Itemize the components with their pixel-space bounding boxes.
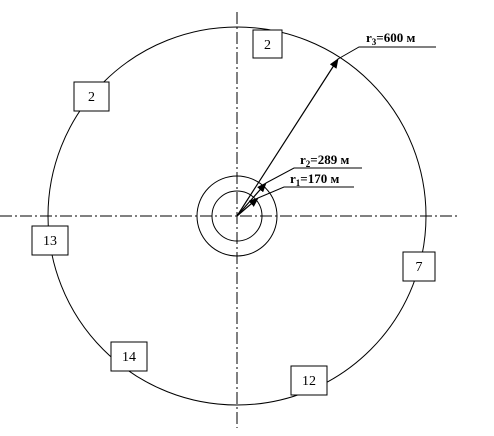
radius-arrow-r1 bbox=[236, 197, 259, 217]
svg-text:2: 2 bbox=[264, 38, 271, 53]
radius-label-r1: r1=170 м bbox=[290, 171, 339, 188]
sector-box-right: 7 bbox=[402, 251, 436, 282]
sector-box-bottom: 12 bbox=[290, 365, 328, 396]
sector-box-upper-left: 2 bbox=[73, 81, 110, 112]
sector-box-top: 2 bbox=[252, 29, 283, 59]
svg-text:2: 2 bbox=[88, 90, 95, 105]
outer-circle-r3 bbox=[47, 26, 427, 406]
svg-text:7: 7 bbox=[416, 260, 423, 275]
svg-text:12: 12 bbox=[302, 374, 316, 389]
radius-label-r3: r3=600 м bbox=[366, 30, 415, 47]
leader-line-r1 bbox=[257, 186, 354, 199]
radius-label-r2: r2=289 м bbox=[300, 152, 349, 169]
sector-box-left: 13 bbox=[31, 225, 69, 256]
inner-circle-r1 bbox=[211, 190, 263, 242]
middle-circle-r2 bbox=[196, 175, 278, 257]
leader-line-r2 bbox=[265, 167, 362, 184]
sector-box-lower-left: 14 bbox=[110, 341, 148, 372]
radius-arrow-r3 bbox=[236, 58, 339, 217]
svg-text:13: 13 bbox=[43, 234, 57, 249]
svg-text:14: 14 bbox=[122, 350, 136, 365]
leader-line-r3 bbox=[337, 46, 436, 60]
